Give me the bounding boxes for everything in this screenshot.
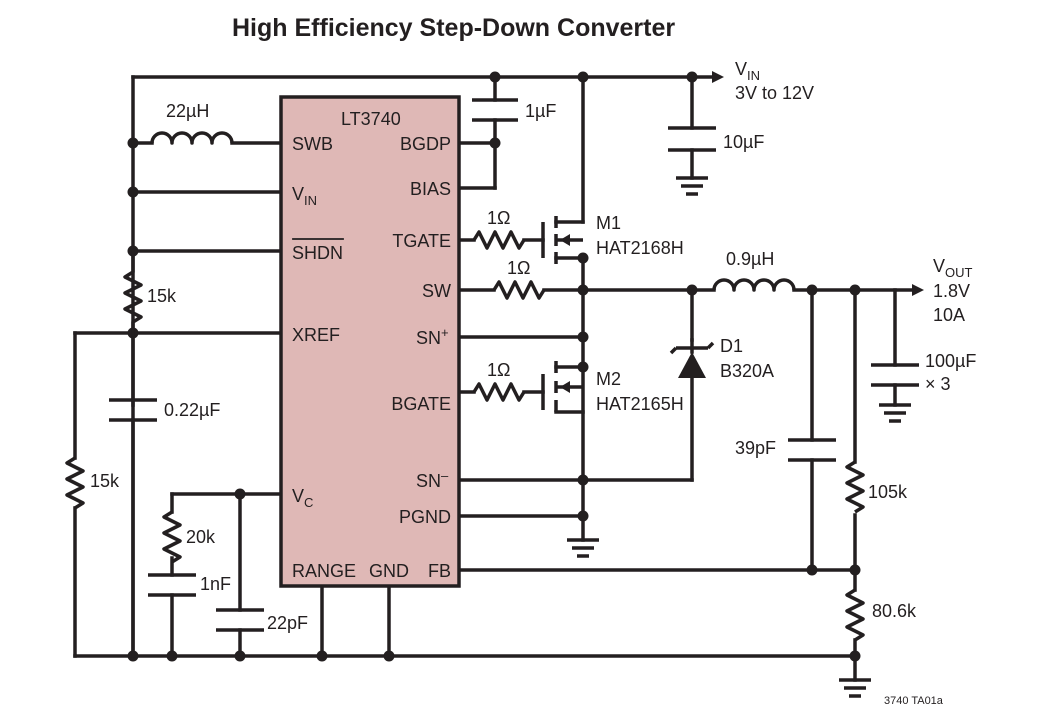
- pin-fb: FB: [428, 561, 451, 581]
- pin-swb: SWB: [292, 134, 333, 154]
- pin-bias: BIAS: [410, 179, 451, 199]
- vout-current-label: 10A: [933, 305, 965, 325]
- resistor-105k-label: 105k: [868, 482, 908, 502]
- pin-bgdp: BGDP: [400, 134, 451, 154]
- figure-id: 3740 TA01a: [884, 695, 944, 707]
- resistor-xref-label: 15k: [90, 471, 120, 491]
- capacitor-100uf: [871, 363, 919, 387]
- inductor-22uh: [150, 131, 234, 145]
- diagram-title: High Efficiency Step-Down Converter: [232, 14, 675, 42]
- wires: [73, 75, 914, 682]
- capacitor-10uf-label: 10µF: [723, 132, 764, 152]
- ground-icon: [839, 678, 871, 698]
- capacitor-1uf: [472, 98, 518, 122]
- capacitor-10uf: [668, 126, 716, 152]
- pin-range: RANGE: [292, 561, 356, 581]
- pin-shdn: SHDN: [292, 243, 343, 263]
- ground-icon: [676, 176, 708, 196]
- junctions: [127, 71, 861, 662]
- pin-pgnd: PGND: [399, 507, 451, 527]
- capacitor-22pf: [216, 608, 264, 632]
- pin-sn-minus: SN–: [416, 468, 449, 491]
- pin-vc: VC: [292, 486, 313, 510]
- capacitor-1uf-label: 1µF: [525, 101, 556, 121]
- resistor-tgate-1ohm: [472, 230, 526, 250]
- capacitor-39pf-label: 39pF: [735, 438, 776, 458]
- mosfet-m2: [541, 361, 583, 412]
- schottky-diode-d1: [669, 338, 715, 378]
- pin-bgate: BGATE: [391, 394, 451, 414]
- pin-vin: VIN: [292, 184, 317, 208]
- resistor-fb-80p6k: [845, 588, 865, 642]
- pin-gnd: GND: [369, 561, 409, 581]
- resistor-comp-20k: [162, 510, 182, 564]
- capacitor-22pf-label: 22pF: [267, 613, 308, 633]
- capacitor-100uf-multiplier: × 3: [925, 374, 951, 394]
- resistor-80p6k-label: 80.6k: [872, 601, 917, 621]
- inductor-22uh-label: 22µH: [166, 101, 209, 121]
- inductor-0p9uh: [712, 278, 796, 292]
- vin-range-label: 3V to 12V: [735, 83, 814, 103]
- vout-label: VOUT: [933, 256, 973, 280]
- vout-terminal-arrow: [912, 284, 924, 296]
- mosfet-m1-ref: M1: [596, 213, 621, 233]
- resistor-tgate-label: 1Ω: [487, 208, 510, 228]
- vout-voltage-label: 1.8V: [933, 281, 970, 301]
- vin-label: VIN: [735, 59, 760, 83]
- capacitor-0p22uf-label: 0.22µF: [164, 400, 220, 420]
- resistor-comp-label: 20k: [186, 527, 216, 547]
- capacitor-39pf: [788, 438, 836, 462]
- ic-name: LT3740: [341, 109, 401, 129]
- pin-sw: SW: [422, 281, 451, 301]
- resistor-fb-105k: [845, 460, 865, 514]
- inductor-0p9uh-label: 0.9µH: [726, 249, 774, 269]
- pin-sn-plus: SN+: [416, 325, 449, 348]
- vin-terminal-arrow: [712, 71, 724, 83]
- ground-icon: [567, 538, 599, 558]
- capacitor-1nf-label: 1nF: [200, 574, 231, 594]
- diode-d1-ref: D1: [720, 336, 743, 356]
- mosfet-m1: [541, 216, 583, 264]
- resistor-shdn-label: 15k: [147, 286, 177, 306]
- capacitor-100uf-label: 100µF: [925, 351, 976, 371]
- mosfet-m2-part: HAT2165H: [596, 394, 684, 414]
- pin-tgate: TGATE: [392, 231, 451, 251]
- mosfet-m1-part: HAT2168H: [596, 238, 684, 258]
- ground-icon: [879, 403, 911, 423]
- resistor-bgate-label: 1Ω: [487, 360, 510, 380]
- resistor-sw-1ohm: [492, 280, 546, 300]
- resistor-xref-15k: [65, 456, 85, 510]
- resistor-shdn-15k: [123, 251, 143, 333]
- mosfet-m2-ref: M2: [596, 369, 621, 389]
- capacitor-0p22uf: [109, 331, 157, 658]
- capacitor-1nf: [148, 573, 196, 597]
- pin-xref: XREF: [292, 325, 340, 345]
- resistor-bgate-1ohm: [472, 382, 526, 402]
- diode-d1-part: B320A: [720, 361, 774, 381]
- ic-lt3740: LT3740 SWB VIN SHDN XREF VC BGDP BIAS TG…: [279, 95, 461, 588]
- resistor-sw-label: 1Ω: [507, 258, 530, 278]
